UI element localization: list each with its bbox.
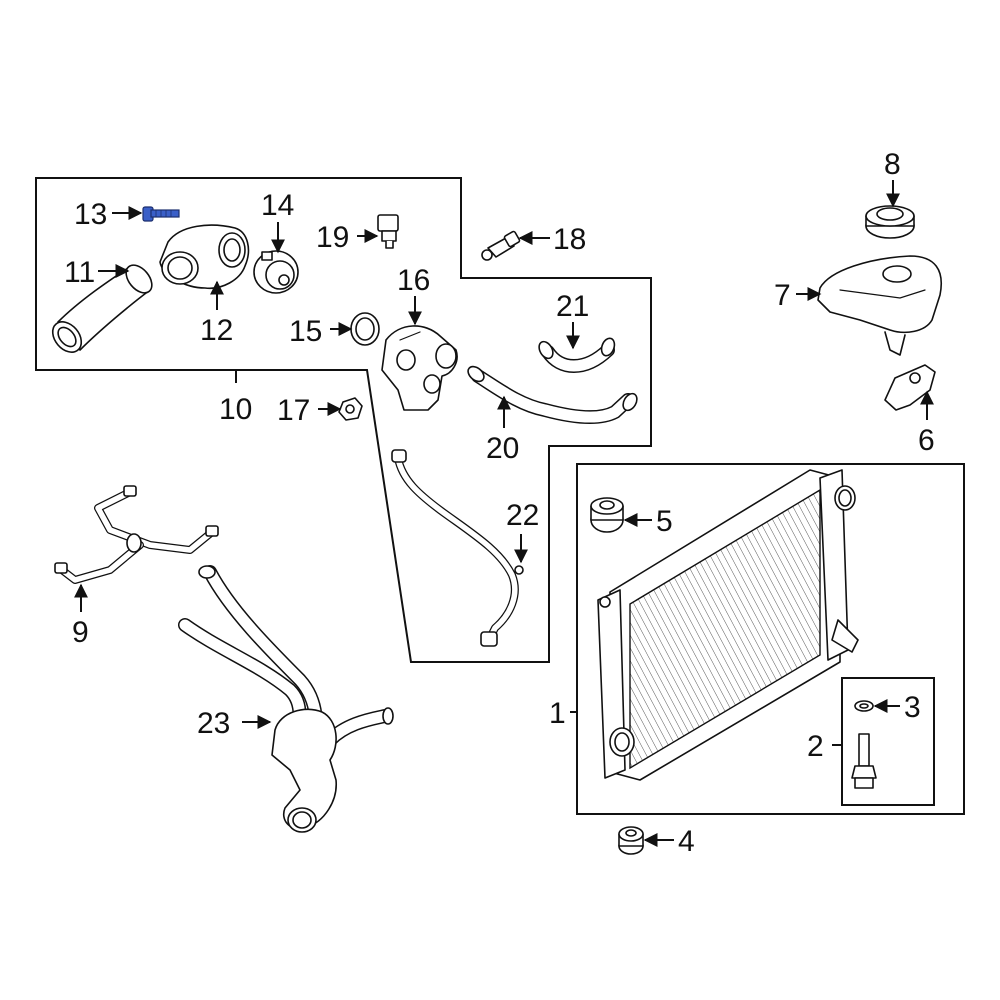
callout-11[interactable]: 11 — [64, 256, 95, 289]
thermostat-housing-part[interactable] — [159, 224, 250, 290]
radiator-part[interactable] — [597, 469, 859, 781]
washer-part[interactable] — [854, 700, 874, 712]
callout-18[interactable]: 18 — [553, 223, 586, 256]
callout-2[interactable]: 2 — [807, 730, 824, 763]
reservoir-bracket-part[interactable] — [884, 364, 936, 411]
callout-labels: 13 11 12 14 15 19 18 16 17 10 21 20 22 9… — [64, 148, 935, 858]
drain-plug-part[interactable] — [851, 733, 877, 789]
callout-9[interactable]: 9 — [72, 616, 89, 649]
callout-1[interactable]: 1 — [549, 697, 566, 730]
bypass-hose-part[interactable] — [536, 336, 616, 373]
reservoir-cap-part[interactable] — [865, 205, 915, 239]
callout-13[interactable]: 13 — [74, 198, 107, 231]
callout-23[interactable]: 23 — [197, 707, 230, 740]
callout-3[interactable]: 3 — [904, 691, 921, 724]
coolant-reservoir-part[interactable] — [817, 255, 942, 356]
thermostat-housing-kit-box — [35, 177, 652, 663]
leader-lines — [74, 180, 934, 847]
drain-plug-box — [841, 677, 935, 806]
radiator-mount-part[interactable] — [590, 497, 624, 533]
upper-hose-part[interactable] — [465, 364, 639, 425]
heater-tube-assembly-part[interactable] — [54, 485, 219, 584]
fitting-part[interactable] — [481, 230, 521, 261]
nut-part[interactable] — [338, 397, 363, 421]
callout-22[interactable]: 22 — [506, 499, 539, 532]
callout-16[interactable]: 16 — [397, 264, 430, 297]
lower-mount-part[interactable] — [618, 826, 644, 855]
callout-21[interactable]: 21 — [556, 290, 589, 323]
callout-15[interactable]: 15 — [289, 315, 322, 348]
water-outlet-part[interactable] — [381, 325, 458, 411]
callout-10[interactable]: 10 — [219, 393, 252, 426]
radiator-assembly-box — [576, 463, 965, 815]
lower-hose-assembly-part[interactable] — [178, 565, 394, 833]
callout-7[interactable]: 7 — [774, 279, 791, 312]
callout-4[interactable]: 4 — [678, 825, 695, 858]
thermostat-part[interactable] — [253, 250, 299, 294]
callout-19[interactable]: 19 — [316, 221, 349, 254]
callout-20[interactable]: 20 — [486, 432, 519, 465]
coolant-tube-part[interactable] — [391, 449, 524, 647]
callout-5[interactable]: 5 — [656, 505, 673, 538]
callout-6[interactable]: 6 — [918, 424, 935, 457]
callout-14[interactable]: 14 — [261, 189, 294, 222]
callout-17[interactable]: 17 — [277, 394, 310, 427]
bolt-part[interactable] — [142, 206, 180, 222]
gasket-part[interactable] — [350, 312, 380, 346]
callout-8[interactable]: 8 — [884, 148, 901, 181]
callout-12[interactable]: 12 — [200, 314, 233, 347]
hose-part[interactable] — [47, 260, 157, 357]
temperature-sensor-part[interactable] — [377, 214, 399, 249]
